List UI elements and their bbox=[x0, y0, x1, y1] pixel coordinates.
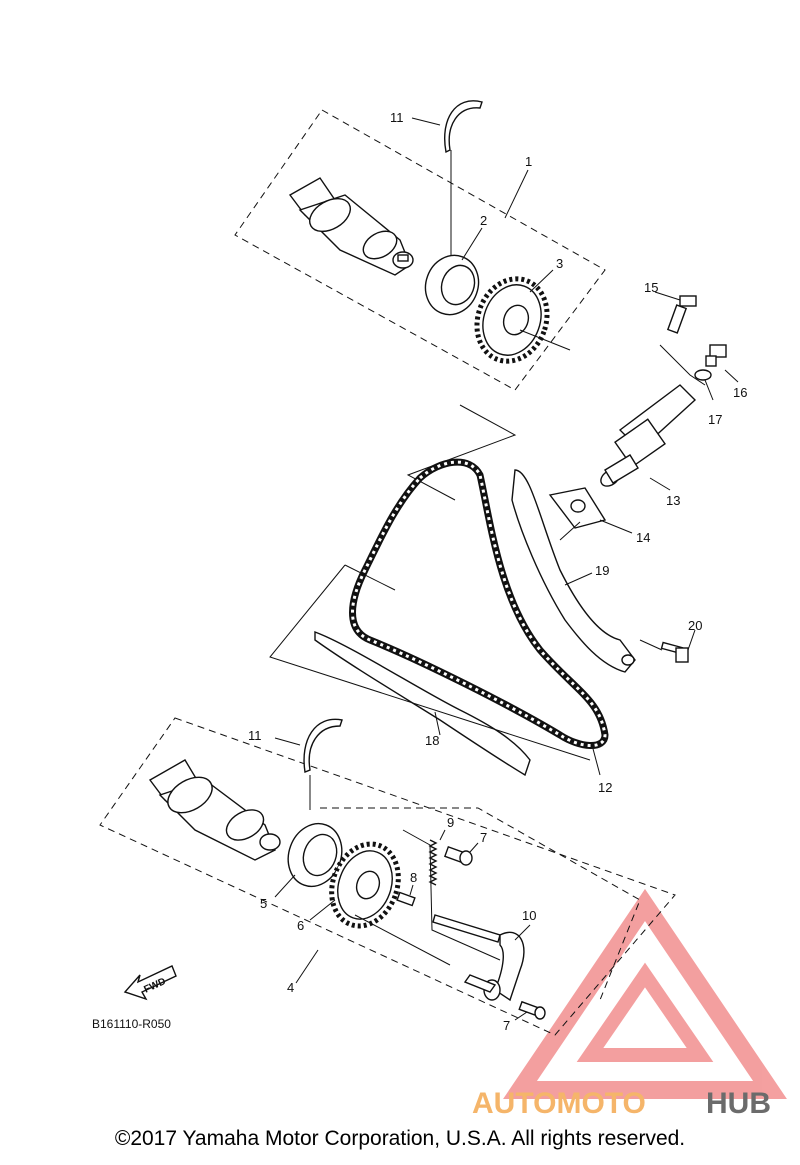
callout-15: 15 bbox=[644, 280, 658, 295]
callout-14: 14 bbox=[636, 530, 650, 545]
decomp-assembly-10 bbox=[432, 914, 525, 1002]
bolt-16 bbox=[705, 344, 727, 367]
callout-18: 18 bbox=[425, 733, 439, 748]
bearing-5 bbox=[287, 822, 343, 888]
gasket-14 bbox=[548, 487, 607, 529]
sprocket-3 bbox=[474, 276, 550, 364]
callout-5: 5 bbox=[260, 896, 267, 911]
upper-group-boundary bbox=[234, 109, 606, 391]
washer-17 bbox=[694, 369, 712, 381]
callout-4: 4 bbox=[287, 980, 294, 995]
callout-7-lower: 7 bbox=[503, 1018, 510, 1033]
callout-16: 16 bbox=[733, 385, 747, 400]
pin-8 bbox=[396, 891, 416, 907]
bolt-20 bbox=[660, 641, 689, 663]
watermark-logo bbox=[503, 888, 787, 1099]
lower-camshaft bbox=[148, 759, 281, 861]
callout-11-lower: 11 bbox=[248, 728, 262, 743]
sprocket-6 bbox=[329, 841, 401, 929]
upper-camshaft bbox=[288, 177, 414, 276]
lower-group-boundary bbox=[99, 717, 676, 1036]
callout-12: 12 bbox=[598, 780, 612, 795]
bolt-15 bbox=[666, 295, 697, 334]
tensioner-13 bbox=[600, 384, 697, 487]
bolt-7-lower bbox=[518, 1000, 546, 1020]
callout-7-upper: 7 bbox=[480, 830, 487, 845]
callout-9: 9 bbox=[447, 815, 454, 830]
chain-guide-19 bbox=[511, 469, 636, 673]
callout-3: 3 bbox=[556, 256, 563, 271]
fwd-arrow-icon: FWD bbox=[123, 965, 177, 1001]
spring-9 bbox=[428, 839, 438, 886]
callout-6: 6 bbox=[297, 918, 304, 933]
callout-1: 1 bbox=[525, 154, 532, 169]
watermark-text: AUTOMOTO HUB bbox=[472, 1087, 771, 1120]
callout-17: 17 bbox=[708, 412, 722, 427]
callout-10: 10 bbox=[522, 908, 536, 923]
copyright-notice: ©2017 Yamaha Motor Corporation, U.S.A. A… bbox=[114, 1127, 686, 1150]
chain-guide-18 bbox=[314, 630, 531, 777]
bolt-7-upper bbox=[443, 845, 473, 866]
callout-19: 19 bbox=[595, 563, 609, 578]
watermark-part2: HUB bbox=[706, 1087, 771, 1120]
callout-13: 13 bbox=[666, 493, 680, 508]
callout-2: 2 bbox=[480, 213, 487, 228]
clip-11-upper bbox=[444, 100, 483, 154]
diagram-reference-code: B161110-R050 bbox=[92, 1017, 171, 1031]
clip-11-lower bbox=[303, 718, 343, 773]
callout-11-upper: 11 bbox=[390, 110, 404, 125]
callout-20: 20 bbox=[688, 618, 702, 633]
watermark-part1: AUTOMOTO bbox=[472, 1087, 646, 1120]
callout-8: 8 bbox=[410, 870, 417, 885]
bearing-2 bbox=[424, 254, 480, 316]
